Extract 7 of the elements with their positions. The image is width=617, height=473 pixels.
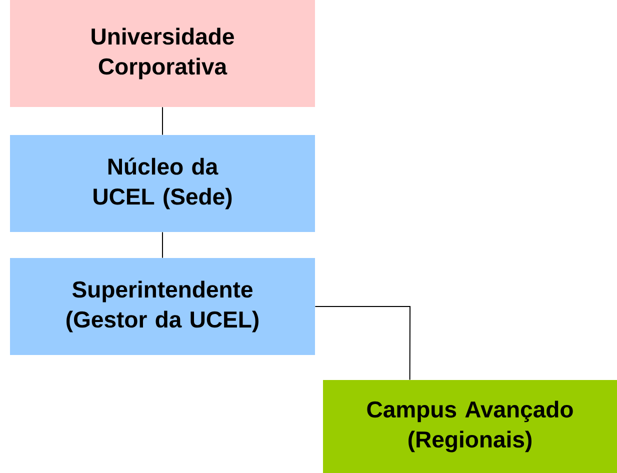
org-box: Universidade Corporativa [10, 0, 315, 107]
connector-line [162, 106, 163, 136]
org-box: Núcleo da UCEL (Sede) [10, 135, 315, 232]
org-box: Campus Avançado (Regionais) [323, 380, 617, 473]
connector-line [314, 306, 411, 380]
connector-line [162, 232, 163, 258]
org-box: Superintendente (Gestor da UCEL) [10, 258, 315, 355]
